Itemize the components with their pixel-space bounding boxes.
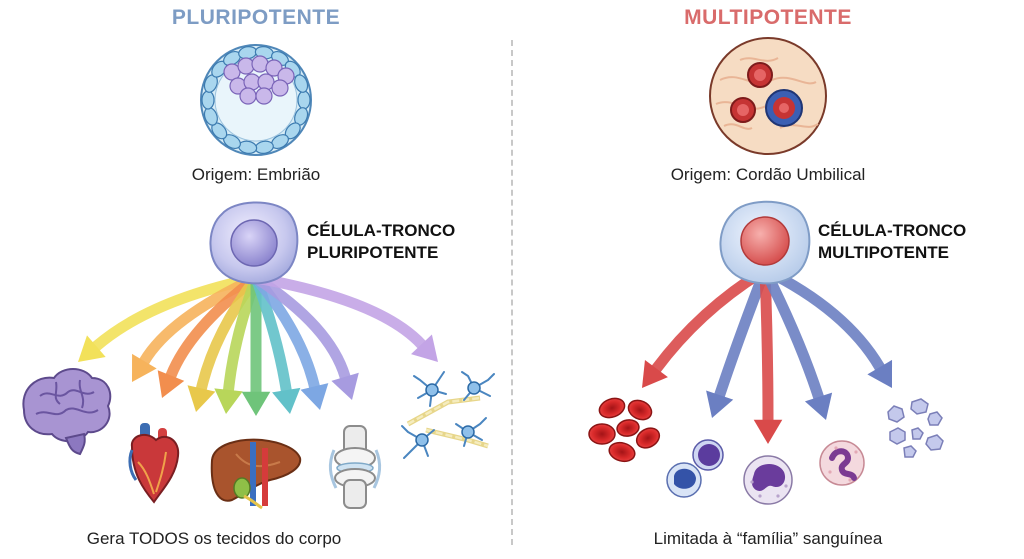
multipotent-arrow-head	[642, 360, 668, 388]
pluripotent-arrow-head	[331, 372, 359, 400]
red-blood-cells-icon	[588, 397, 661, 463]
pluripotent-stem-cell-icon	[209, 201, 299, 285]
blastocyst-outer-cell	[201, 90, 215, 110]
liver-icon	[210, 438, 302, 510]
pluripotent-differentiation-arrows	[78, 272, 438, 416]
lymphocyte-icon	[666, 439, 724, 498]
pluripotent-cell-label: CÉLULA-TRONCO PLURIPOTENTE	[307, 220, 455, 264]
multipotent-arrow-shaft	[759, 264, 774, 426]
pluripotent-arrow-shaft	[90, 272, 262, 352]
pluripotent-arrow-head	[187, 385, 216, 412]
inner-cell-mass-cell	[239, 87, 257, 105]
monocyte-icon	[743, 455, 793, 505]
knee-joint-icon	[328, 425, 382, 509]
multipotent-arrow-shaft	[714, 264, 771, 401]
multipotent-cell-label: CÉLULA-TRONCO MULTIPOTENTE	[818, 220, 966, 264]
pluripotent-origin-caption: Origem: Embrião	[191, 165, 321, 184]
pluripotent-arrow-head	[214, 388, 243, 414]
multipotent-label-line2: MULTIPOTENTE	[818, 243, 949, 262]
multipotent-differentiation-arrows	[642, 264, 893, 444]
multipotent-footer: Limitada à “família” sanguínea	[653, 529, 883, 548]
inner-cell-mass-cell	[237, 57, 255, 75]
blastocyst-outer-cell	[297, 90, 311, 110]
multipotent-arrow-head	[804, 392, 833, 420]
multipotent-stem-cell-icon	[719, 200, 811, 285]
pluripotent-arrow-head	[157, 370, 185, 398]
multipotent-arrow-shaft	[759, 264, 825, 403]
multipotent-origin-caption: Origem: Cordão Umbilical	[670, 165, 866, 184]
pluripotent-title: PLURIPOTENTE	[171, 6, 341, 29]
pluripotent-label-line2: PLURIPOTENTE	[307, 243, 439, 262]
inner-cell-mass-cell	[255, 87, 273, 105]
center-divider	[511, 40, 513, 545]
pluripotent-arrow-head	[300, 383, 329, 410]
pluripotent-arrow-head	[78, 335, 106, 362]
heart-icon	[128, 423, 180, 504]
umbilical-cord-icon	[709, 37, 827, 155]
multipotent-arrow-head	[706, 390, 734, 418]
blastocyst-outer-cell	[294, 74, 309, 93]
blastocyst-icon	[200, 44, 312, 156]
pluripotent-footer: Gera TODOS os tecidos do corpo	[86, 529, 342, 548]
pluripotent-arrow-head	[241, 391, 271, 416]
pluripotent-arrow-head	[132, 353, 157, 382]
multipotent-arrow-head	[753, 419, 783, 444]
platelets-icon	[887, 398, 944, 458]
brain-icon	[22, 368, 112, 456]
inner-cell-mass-cell	[265, 59, 283, 77]
multipotent-title: MULTIPOTENTE	[684, 6, 852, 29]
neutrophil-icon	[819, 440, 865, 486]
neurons-icon	[401, 371, 495, 459]
multipotent-label-line1: CÉLULA-TRONCO	[818, 221, 967, 240]
multipotent-arrow-head	[867, 359, 893, 388]
pluripotent-arrow-head	[272, 387, 301, 414]
pluripotent-label-line1: CÉLULA-TRONCO	[307, 221, 456, 240]
pluripotent-arrow-shaft	[250, 272, 427, 350]
pluripotent-arrow-shaft	[250, 272, 351, 383]
inner-cell-mass-cell	[271, 79, 289, 97]
pluripotent-arrow-head	[411, 334, 438, 362]
